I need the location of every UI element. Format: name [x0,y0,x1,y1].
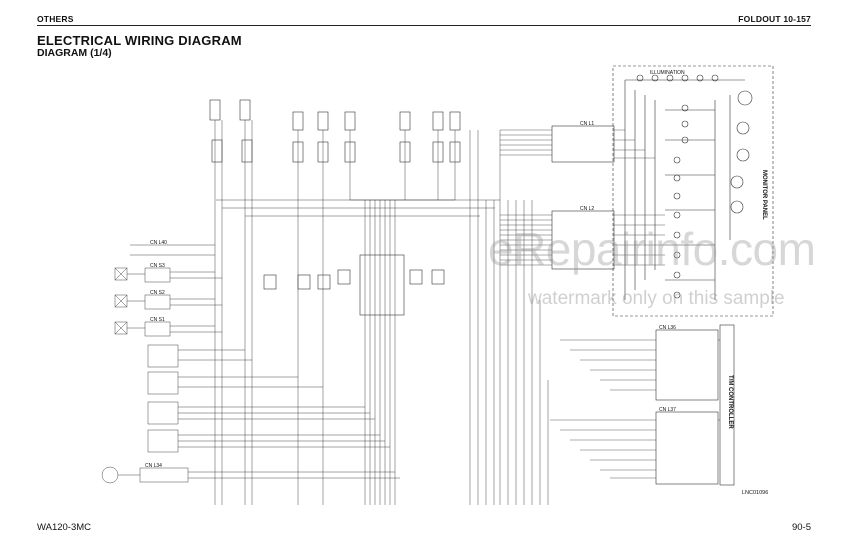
drawing-code: LNC01096 [742,490,769,496]
page-number: 90-5 [791,522,811,533]
cn-l1-label: CN L1 [580,121,595,127]
tm-controller-box [719,324,735,486]
cn-l36-label: CN L36 [659,325,676,331]
cn-l37-label: CN L37 [659,407,676,413]
monitor-panel-label: MONITOR PANEL [761,170,767,220]
header-rule [37,25,811,26]
cn-s2-label: CN S2 [150,290,165,296]
cn-s3-label: CN S3 [150,263,165,269]
tm-controller-label: T/M CONTROLLER [727,375,733,429]
model-number: WA120-3MC [37,522,92,533]
page-subtitle: DIAGRAM (1/4) [37,47,112,59]
page-title: ELECTRICAL WIRING DIAGRAM [37,33,242,48]
foldout-number: FOLDOUT 10-157 [738,14,811,24]
cn-s1-label: CN S1 [150,317,165,323]
watermark-site: eRepairinfo.com [488,223,816,275]
cn-l2-label: CN L2 [580,206,595,212]
illumination-label: ILLUMINATION [650,70,685,76]
watermark-note: watermark only on this sample [528,288,785,309]
monitor-panel-box [612,65,774,317]
cn-l40-label: CN L40 [150,240,167,246]
section-header: OTHERS [37,14,74,24]
cn-l34-label: CN L34 [145,463,162,469]
